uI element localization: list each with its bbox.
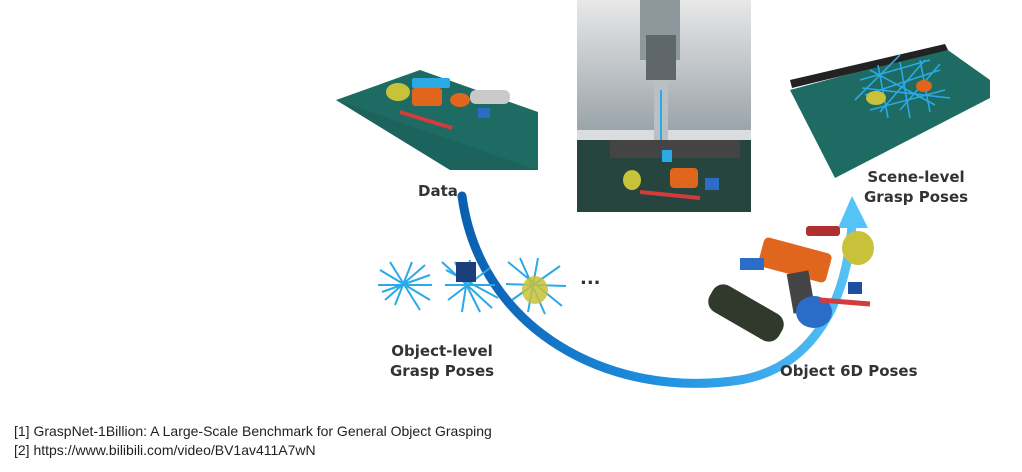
- label-object-level: Object-level Grasp Poses: [390, 342, 494, 381]
- label-data: Data: [418, 182, 458, 200]
- label-object-6d: Object 6D Poses: [780, 362, 918, 380]
- robot-photo: [577, 0, 751, 212]
- data-scene-image: [336, 70, 538, 170]
- label-scene-level: Scene-level Grasp Poses: [864, 168, 968, 207]
- label-scene-level-line2: Grasp Poses: [864, 187, 969, 206]
- label-object-level-line1: Object-level: [391, 342, 493, 360]
- reference-1: [1] GraspNet-1Billion: A Large-Scale Ben…: [14, 423, 492, 439]
- label-object-level-line2: Grasp Poses: [390, 361, 495, 380]
- ellipsis: ...: [580, 268, 601, 289]
- scene-level-grasp-image: [790, 44, 990, 178]
- object-6d-poses-image: [708, 226, 874, 342]
- reference-2: [2] https://www.bilibili.com/video/BV1av…: [14, 442, 316, 458]
- references: [1] GraspNet-1Billion: A Large-Scale Ben…: [14, 422, 492, 460]
- object-level-grasp-images: [378, 257, 567, 315]
- label-scene-level-line1: Scene-level: [867, 168, 965, 186]
